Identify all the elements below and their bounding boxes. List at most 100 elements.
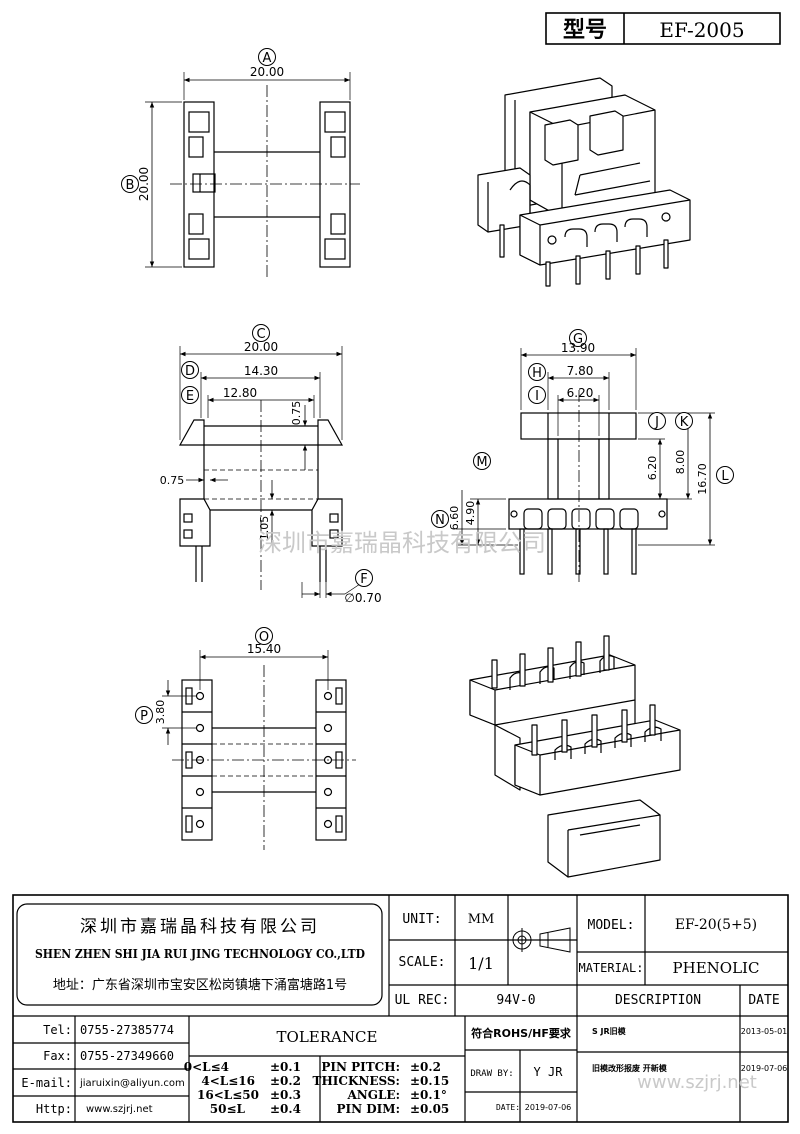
revision-2-desc: 旧模改形报废 开新模 — [592, 1063, 668, 1073]
company-panel: 深圳市嘉瑞晶科技有限公司 SHEN ZHEN SHI JIA RUI JING … — [35, 917, 365, 993]
company-address: 地址：广东省深圳市宝安区松岗镇塘下涌富塘路1号 — [53, 977, 347, 993]
website-watermark: www.szjrj.net — [637, 1072, 757, 1093]
scale-label: SCALE: — [399, 955, 446, 970]
tol-value-1: ±0.1 — [270, 1060, 301, 1074]
dim-d-value: 14.30 — [244, 364, 278, 378]
balloon-b: B 20.00 — [121, 167, 151, 201]
dim-inner-height: 1.05 — [258, 516, 271, 541]
company-name-en: SHEN ZHEN SHI JIA RUI JING TECHNOLOGY CO… — [35, 947, 365, 961]
contact-email-value: jiaruixin@aliyun.com — [79, 1078, 185, 1089]
title-block — [12, 894, 789, 1123]
balloon-j-letter: J — [654, 415, 659, 430]
dim-e-value: 12.80 — [223, 386, 257, 400]
tol-value-4: ±0.4 — [270, 1102, 301, 1116]
dim-wall-top: 0.75 — [290, 401, 303, 426]
date-field-value: 2019-07-06 — [525, 1103, 572, 1112]
material-label: MATERIAL: — [578, 961, 643, 975]
draw-by-label: DRAW BY: — [470, 1069, 513, 1079]
scale-value: 1/1 — [468, 954, 494, 973]
balloon-k-letter: K — [680, 415, 689, 430]
front-view-labels: C 20.00 D 14.30 E 12.80 0.75 0.75 1.05 F… — [160, 324, 382, 605]
balloon-d-letter: D — [185, 364, 195, 379]
unit-value: MM — [468, 912, 495, 927]
contact-email-label: E-mail: — [21, 1076, 72, 1090]
dim-f-value: ∅0.70 — [344, 591, 381, 605]
spec-fields: UNIT: MM SCALE: 1/1 UL REC: 94V-0 — [395, 912, 536, 1008]
rohs-note: 符合ROHS/HF要求 — [471, 1026, 572, 1040]
dim-c-value: 20.00 — [244, 340, 278, 354]
angle-label: ANGLE: — [346, 1088, 400, 1102]
side-view-labels: G 13.90 H 7.80 I 6.20 J 6.20 K 8.00 L 16… — [431, 329, 734, 531]
revision-1-desc: S JR旧模 — [592, 1026, 627, 1036]
balloon-m-letter: M — [476, 455, 487, 470]
dim-b-value: 20.00 — [137, 167, 151, 201]
balloon-p-letter: P — [140, 709, 148, 724]
revision-1-date: 2013-05-01 — [741, 1027, 788, 1036]
tolerance-title: TOLERANCE — [277, 1028, 378, 1046]
date-label: DATE — [748, 993, 779, 1008]
balloon-c-letter: C — [256, 327, 265, 342]
pin-pitch-value: ±0.2 — [410, 1060, 441, 1074]
type-label: 型号 — [563, 18, 607, 43]
tol-range-2: 4<L≤16 — [201, 1074, 255, 1088]
draw-by-value: Y JR — [534, 1065, 564, 1079]
header-model-box: 型号 EF-2005 — [545, 12, 781, 45]
balloon-a: A 20.00 — [250, 48, 284, 79]
contact-tel-label: Tel: — [43, 1023, 72, 1037]
tol-range-1: 0<L≤4 — [184, 1060, 229, 1074]
tol-value-3: ±0.3 — [270, 1088, 301, 1102]
dim-n-value: 6.60 — [448, 506, 461, 531]
tol-range-4: 50≤L — [210, 1102, 246, 1116]
company-name-cn: 深圳市嘉瑞晶科技有限公司 — [80, 917, 320, 937]
projection-symbol — [510, 927, 571, 953]
revision-2-date: 2019-07-06 — [741, 1064, 788, 1073]
pin-dim-value: ±0.05 — [410, 1102, 449, 1116]
bottom-view-labels: O 15.40 P 3.80 — [135, 627, 281, 725]
balloon-n-letter: N — [435, 513, 445, 528]
dim-a-value: 20.00 — [250, 65, 284, 79]
tolerance-table: TOLERANCE 0<L≤4 ±0.1 4<L≤16 ±0.2 16<L≤50… — [184, 1028, 450, 1116]
approval-fields: 符合ROHS/HF要求 DRAW BY: Y JR DATE: 2019-07-… — [470, 1026, 572, 1112]
material-value: PHENOLIC — [673, 959, 760, 977]
dim-l-value: 16.70 — [696, 463, 709, 495]
contact-fax-value: 0755-27349660 — [80, 1049, 174, 1063]
dim-k-value: 8.00 — [674, 450, 687, 475]
unit-label: UNIT: — [402, 912, 441, 927]
side-view — [456, 348, 715, 585]
balloon-e-letter: E — [186, 389, 194, 404]
dim-o-value: 15.40 — [247, 642, 281, 656]
model-code: EF-2005 — [659, 18, 744, 42]
angle-value: ±0.1° — [410, 1088, 447, 1102]
top-view — [145, 72, 360, 280]
dim-i-value: 6.20 — [567, 386, 594, 400]
dim-h-value: 7.80 — [567, 364, 594, 378]
balloon-a-letter: A — [263, 51, 272, 66]
balloon-f-letter: F — [360, 572, 367, 587]
bottom-view — [162, 650, 356, 850]
balloon-b-letter: B — [126, 178, 135, 193]
balloon-i-letter: I — [535, 389, 539, 404]
front-view — [178, 346, 361, 598]
contact-fax-label: Fax: — [43, 1049, 72, 1063]
tol-value-2: ±0.2 — [270, 1074, 301, 1088]
thickness-value: ±0.15 — [410, 1074, 449, 1088]
ul-value: 94V-0 — [496, 993, 535, 1008]
isometric-view-bottom — [469, 635, 681, 878]
dim-p-value: 3.80 — [154, 700, 167, 725]
contact-http-label: Http: — [36, 1102, 72, 1116]
ul-label: UL REC: — [395, 993, 450, 1008]
pin-pitch-label: PIN PITCH: — [321, 1060, 400, 1074]
tol-range-3: 16<L≤50 — [197, 1088, 259, 1102]
pin-dim-label: PIN DIM: — [336, 1102, 400, 1116]
revision-list: S JR旧模 2013-05-01 旧模改形报废 开新模 2019-07-06 — [592, 1026, 787, 1073]
dim-j-value: 6.20 — [646, 456, 659, 481]
company-watermark: 深圳市嘉瑞晶科技有限公司 — [258, 529, 546, 557]
balloon-o-letter: O — [259, 630, 269, 645]
contact-http-value: www.szjrj.net — [86, 1104, 153, 1115]
model-value: EF-20(5+5) — [675, 917, 757, 933]
dim-wall-side: 0.75 — [160, 474, 185, 487]
isometric-view-top — [477, 77, 691, 287]
balloon-g-letter: G — [573, 332, 583, 347]
model-label: MODEL: — [588, 918, 635, 933]
